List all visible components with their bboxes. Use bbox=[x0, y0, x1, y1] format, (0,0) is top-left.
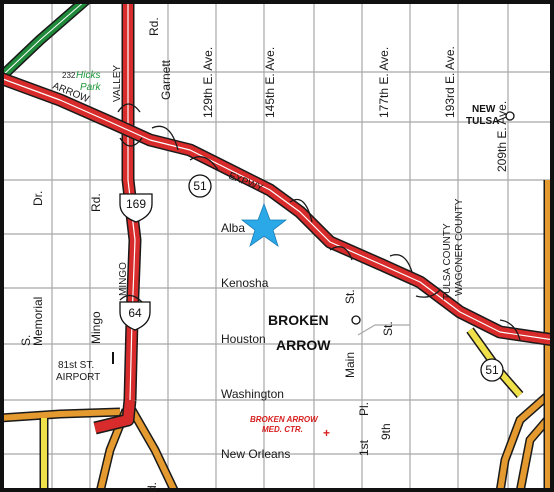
label-valley: VALLEY bbox=[112, 65, 123, 102]
shield-ok-51-left: 51 bbox=[188, 174, 212, 198]
label-193rd: 193rd E. Ave. bbox=[443, 46, 457, 118]
label-new: NEW bbox=[472, 104, 496, 115]
label-hicks-num: 232 bbox=[62, 71, 76, 80]
vertical-street-labels: Rd. Garnett VALLEY 129th E. Ave. 145th E… bbox=[19, 17, 509, 492]
hospital-cross-icon: + bbox=[323, 426, 330, 440]
label-houston: Houston bbox=[221, 332, 266, 346]
broken-arrow-city-dot bbox=[351, 315, 361, 325]
label-st-2: St. bbox=[381, 321, 395, 336]
label-tulsa: TULSA bbox=[466, 116, 499, 127]
label-memorial: Memorial bbox=[31, 297, 45, 346]
label-mingo: Mingo bbox=[89, 311, 103, 344]
label-arrow-city: ARROW bbox=[276, 337, 331, 353]
label-washington: Washington bbox=[221, 387, 284, 401]
orange-highways bbox=[0, 180, 554, 492]
label-mingo-rd: Rd. bbox=[89, 193, 103, 212]
grid-horizontal bbox=[0, 71, 554, 455]
shield-us-64: 64 bbox=[119, 301, 151, 331]
shield-us-169: 169 bbox=[119, 193, 153, 223]
place-labels: BROKEN ARROW NEW TULSA 232 Hicks Park 81… bbox=[56, 70, 499, 434]
label-pl: Pl. bbox=[357, 402, 371, 416]
label-broken: BROKEN bbox=[268, 312, 329, 328]
label-177th: 177th E. Ave. bbox=[377, 47, 391, 118]
shield-us-64-text: 64 bbox=[128, 306, 142, 320]
horizontal-street-labels: Alba Kenosha Houston Washington New Orle… bbox=[221, 221, 290, 461]
label-tulsa-county: TULSA COUNTY bbox=[442, 223, 453, 300]
label-new-orleans: New Orleans bbox=[221, 447, 290, 461]
label-129th: 129th E. Ave. bbox=[201, 47, 215, 118]
label-rd-top: Rd. bbox=[147, 17, 161, 36]
shield-ok-51-left-text: 51 bbox=[193, 179, 207, 193]
new-tulsa-city-dot bbox=[505, 111, 515, 121]
label-st-1: St. bbox=[343, 289, 357, 304]
label-145th: 145th E. Ave. bbox=[263, 47, 277, 118]
grid-vertical bbox=[51, 0, 509, 492]
label-main: Main bbox=[343, 352, 357, 378]
label-bottom-partial: d. bbox=[145, 482, 159, 492]
shield-us-169-text: 169 bbox=[126, 197, 146, 211]
shield-ok-51-right-text: 51 bbox=[485, 363, 499, 377]
label-kenosha: Kenosha bbox=[221, 276, 269, 290]
label-memorial-dr: Dr. bbox=[31, 191, 45, 206]
label-hospital-2: MED. CTR. bbox=[262, 425, 303, 434]
label-garnett: Garnett bbox=[159, 59, 173, 100]
label-park: Park bbox=[80, 82, 102, 93]
label-209th: 209th E. Ave. bbox=[495, 101, 509, 172]
green-highway bbox=[0, 0, 90, 82]
location-star-icon bbox=[240, 202, 288, 248]
label-1st: 1st bbox=[357, 439, 371, 456]
main-street-bend bbox=[357, 324, 410, 336]
label-wagoner-county: WAGONER COUNTY bbox=[454, 198, 465, 296]
shield-ok-51-right: 51 bbox=[480, 358, 504, 382]
label-memorial-s: S. bbox=[19, 335, 33, 346]
label-airport-2: AIRPORT bbox=[56, 372, 100, 383]
label-airport-1: 81st ST. bbox=[58, 360, 94, 371]
label-hospital-1: BROKEN ARROW bbox=[250, 415, 319, 424]
label-9th: 9th bbox=[379, 423, 393, 440]
red-highways bbox=[0, 0, 554, 435]
label-albany: Alba bbox=[221, 221, 245, 235]
label-mingo-caps: MINGO bbox=[118, 262, 129, 296]
label-hicks: Hicks bbox=[76, 70, 100, 81]
